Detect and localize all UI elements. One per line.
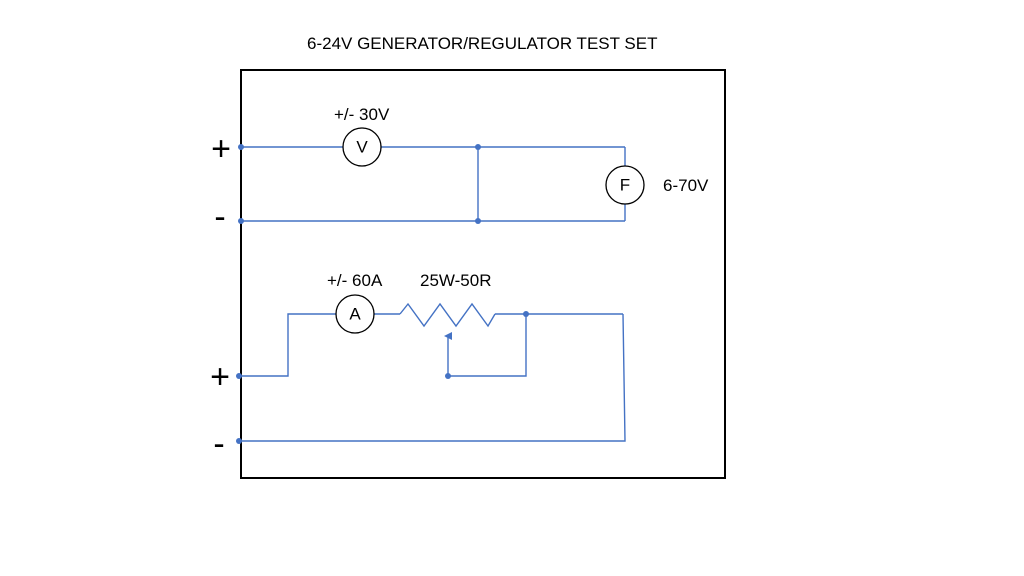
field-meter-circle [605, 165, 645, 205]
upper-minus-terminal-dot [238, 218, 244, 224]
lower-return-wire [239, 313, 626, 442]
upper-plus-sign: + [211, 130, 231, 168]
lower-circuit: A +/- 60A 25W-50R + - [210, 271, 626, 463]
ammeter-circle [335, 294, 375, 334]
lower-minus-terminal-dot [236, 438, 242, 444]
upper-circuit: V +/- 30V F 6-70V + - [211, 105, 709, 236]
rheostat-rating-label: 25W-50R [420, 271, 492, 290]
rheostat-wiper-dot [445, 373, 451, 379]
ammeter-range-label: +/- 60A [327, 271, 383, 290]
voltmeter-range-label: +/- 30V [334, 105, 390, 124]
ammeter-symbol: A [349, 305, 361, 324]
upper-minus-sign: - [214, 198, 225, 236]
field-meter-range-label: 6-70V [663, 176, 709, 195]
lower-minus-sign: - [213, 425, 224, 463]
enclosure-box [240, 69, 726, 479]
lower-plus-terminal-dot [236, 373, 242, 379]
field-meter-symbol: F [620, 176, 630, 195]
voltmeter-symbol: V [356, 138, 368, 157]
rheostat-junction-dot [523, 311, 529, 317]
upper-junction-bottom-dot [475, 218, 481, 224]
lower-plus-wire [239, 313, 336, 377]
lower-plus-sign: + [210, 358, 230, 396]
voltmeter-circle [342, 127, 382, 167]
rheostat-wiper-wire [448, 314, 527, 377]
upper-plus-terminal-dot [238, 144, 244, 150]
upper-junction-top-dot [475, 144, 481, 150]
diagram-title: 6-24V GENERATOR/REGULATOR TEST SET [307, 34, 657, 53]
rheostat-resistor [399, 302, 496, 328]
